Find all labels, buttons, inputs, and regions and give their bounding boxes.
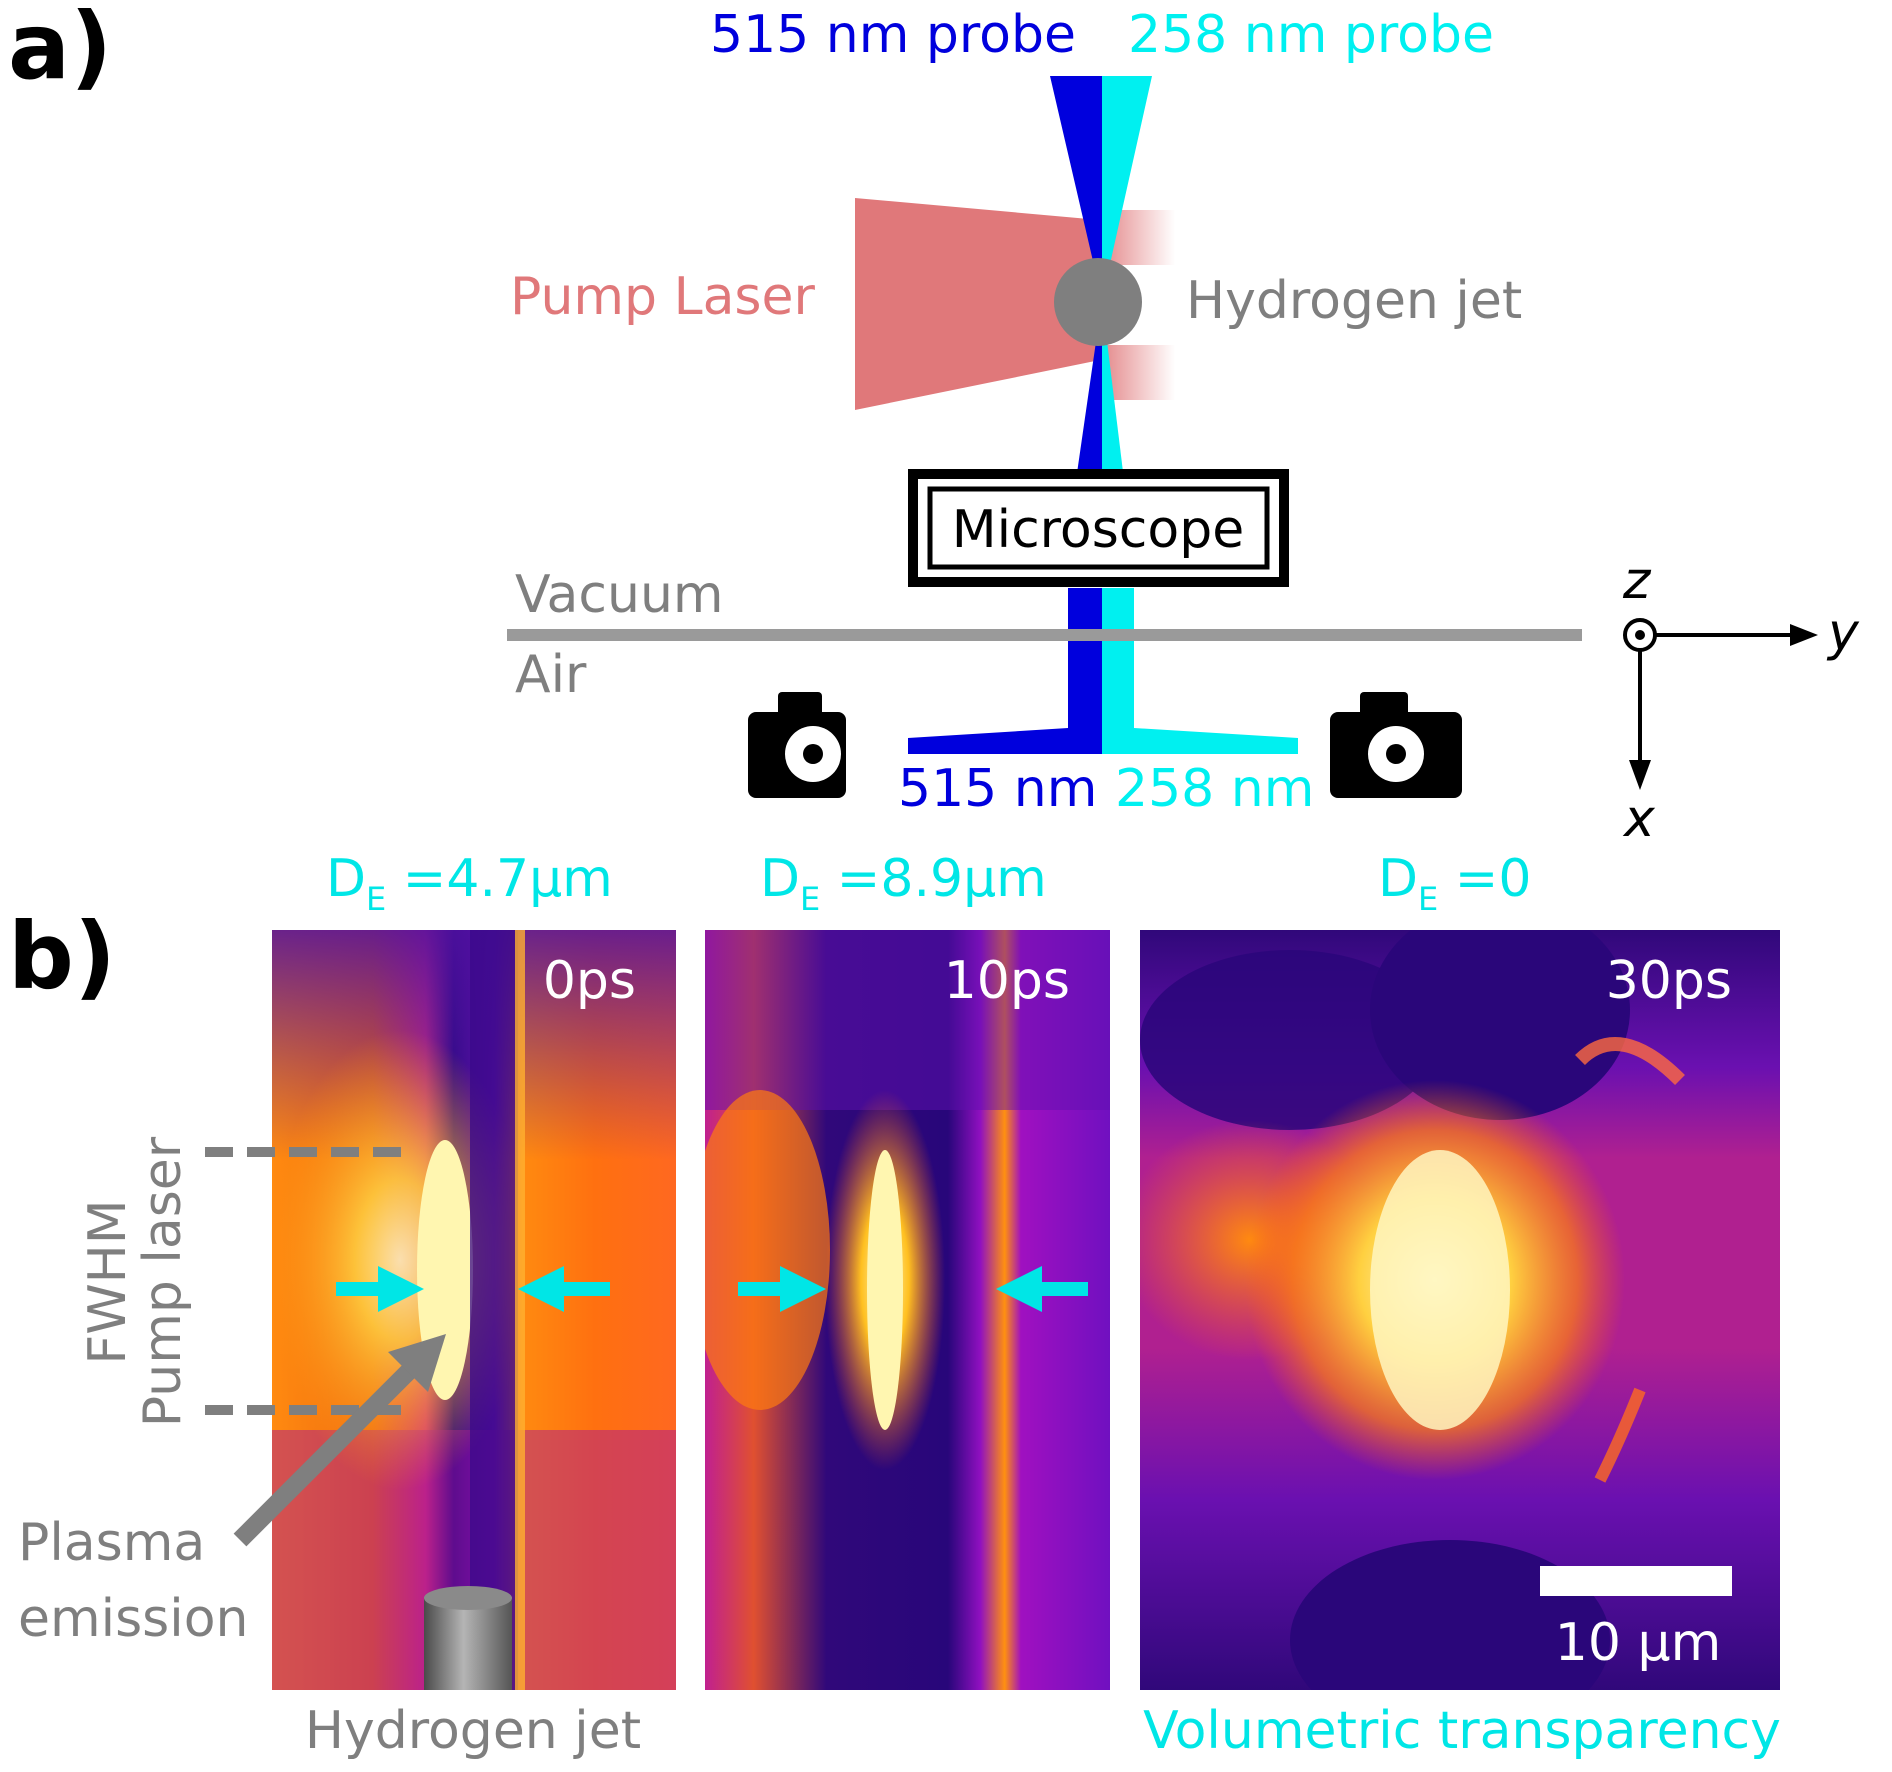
probe-258-label: 258 nm probe bbox=[1128, 5, 1494, 65]
hydrogen-jet-label-a: Hydrogen jet bbox=[1186, 271, 1522, 331]
image-panel-0ps bbox=[272, 930, 676, 1690]
coordinate-axes-icon bbox=[1623, 618, 1818, 790]
camera-icon bbox=[1330, 692, 1462, 798]
image-panel-30ps bbox=[1140, 930, 1780, 1690]
pump-laser-beam bbox=[855, 198, 1100, 410]
axis-x-label: x bbox=[1622, 789, 1656, 849]
de-label-3: DE =0 bbox=[1378, 849, 1531, 918]
time-label-0ps: 0ps bbox=[543, 951, 636, 1011]
plasma-label: Plasma bbox=[18, 1513, 205, 1573]
plasma-emission-arrow-icon bbox=[233, 1334, 446, 1547]
volumetric-transparency-label: Volumetric transparency bbox=[1143, 1701, 1781, 1761]
camera-515-label: 515 nm bbox=[898, 759, 1097, 819]
probe-515-beam-top bbox=[1050, 76, 1102, 300]
de-label-2: DE =8.9µm bbox=[760, 849, 1047, 918]
emission-label: emission bbox=[18, 1589, 249, 1649]
arrow-left-icon bbox=[996, 1266, 1088, 1312]
microscope-box-inner bbox=[927, 486, 1270, 570]
camera-icon bbox=[748, 692, 846, 798]
panel-b-label: b) bbox=[8, 903, 116, 1010]
de-label-1: DE =4.7µm bbox=[326, 849, 613, 918]
time-label-10ps: 10ps bbox=[944, 951, 1070, 1011]
microscope-box[interactable] bbox=[908, 469, 1289, 587]
hydrogen-jet-circle bbox=[1054, 258, 1142, 346]
arrow-left-icon bbox=[518, 1266, 610, 1312]
hydrogen-jet-cylinder-icon bbox=[424, 1586, 512, 1690]
scalebar bbox=[1540, 1566, 1732, 1596]
scalebar-label: 10 µm bbox=[1555, 1613, 1721, 1673]
image-panel-10ps bbox=[705, 930, 1110, 1690]
hydrogen-jet-label-b: Hydrogen jet bbox=[305, 1701, 641, 1761]
camera-258-label: 258 nm bbox=[1115, 759, 1314, 819]
probe-258-beam-bottom bbox=[1102, 588, 1298, 754]
axis-y-label: y bbox=[1826, 603, 1860, 663]
panel-a-label: a) bbox=[8, 0, 112, 100]
pump-laser-fwhm-label: Pump laser bbox=[133, 1136, 193, 1427]
probe-258-beam-top bbox=[1102, 76, 1152, 300]
fwhm-label: FWHM bbox=[78, 1199, 138, 1364]
time-label-30ps: 30ps bbox=[1606, 951, 1732, 1011]
pump-laser-label: Pump Laser bbox=[510, 267, 816, 327]
vacuum-label: Vacuum bbox=[515, 565, 724, 625]
vacuum-air-boundary bbox=[507, 629, 1582, 641]
probe-515-beam-bottom bbox=[908, 588, 1102, 754]
arrow-right-icon bbox=[738, 1266, 826, 1312]
axis-z-label: z bbox=[1622, 551, 1652, 611]
microscope-label: Microscope bbox=[952, 500, 1244, 560]
arrow-right-icon bbox=[336, 1266, 424, 1312]
probe-258-beam-mid bbox=[1102, 300, 1124, 480]
probe-515-label: 515 nm probe bbox=[710, 5, 1076, 65]
air-label: Air bbox=[515, 645, 587, 705]
